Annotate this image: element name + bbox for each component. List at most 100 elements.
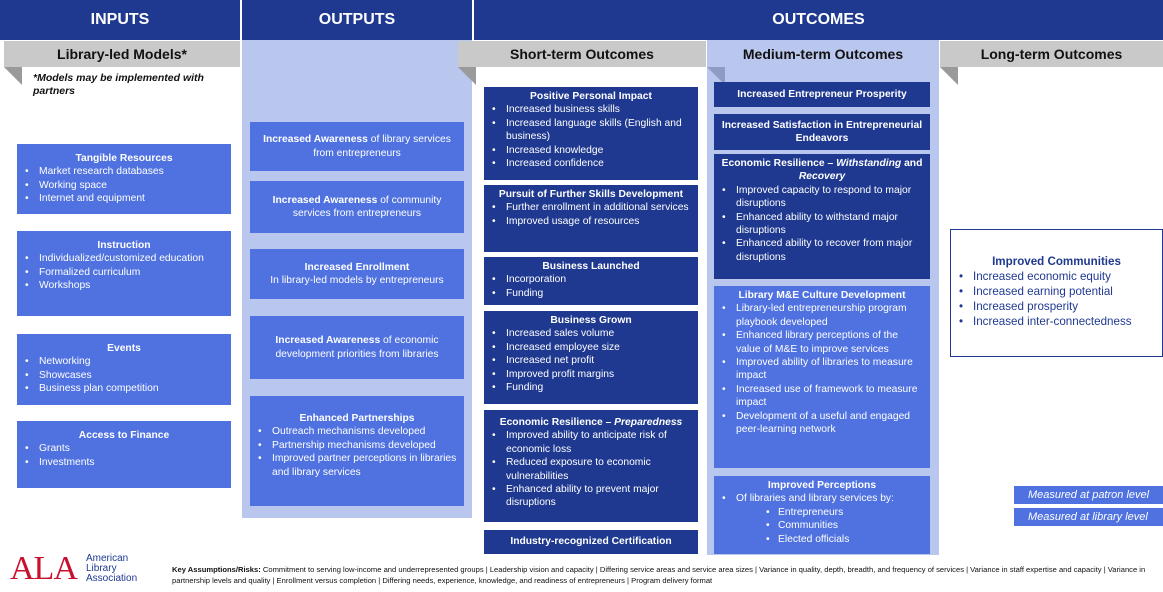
output-line: In library-led models by entrepreneurs [270, 275, 444, 286]
output-enhanced-partnerships: Enhanced Partnerships Outreach mechanism… [250, 396, 464, 506]
short-certification: Industry-recognized Certification [484, 530, 698, 554]
outcome-title: Pursuit of Further Skills Development [498, 189, 684, 200]
list-item: Enhanced ability to withstand major disr… [720, 211, 924, 238]
outcome-title: Industry-recognized Certification [510, 536, 672, 548]
list-item: Investments [23, 456, 225, 470]
input-instruction: Instruction Individualized/customized ed… [17, 231, 231, 316]
list-item: Further enrollment in additional service… [490, 201, 692, 215]
input-title: Instruction [97, 240, 151, 251]
outcome-title: Increased Satisfaction in Entrepreneuria… [721, 119, 923, 144]
sub-list-item: Communities [720, 519, 924, 533]
list-item: Outreach mechanisms developed [256, 425, 458, 439]
outcome-title: Increased Entrepreneur Prosperity [737, 88, 907, 100]
library-models-subheader: Library-led Models* [4, 41, 240, 67]
list-item: Library-led entrepreneurship program pla… [720, 302, 924, 329]
list-item: Incorporation [490, 273, 692, 287]
output-increased-enrollment: Increased Enrollment In library-led mode… [250, 249, 464, 299]
title-part-italic: Withstanding [836, 158, 902, 169]
input-title: Events [107, 343, 141, 354]
input-events: Events Networking Showcases Business pla… [17, 334, 231, 405]
list-item: Improved ability to anticipate risk of e… [490, 429, 692, 456]
medium-economic-resilience: Economic Resilience – Withstanding and R… [714, 154, 930, 279]
list-item: Market research databases [23, 165, 225, 179]
list-item: Networking [23, 355, 225, 369]
title-part: and [901, 158, 923, 169]
outcome-title: Business Launched [542, 261, 640, 272]
output-title: Increased Enrollment [304, 261, 410, 273]
output-rest: of economic development priorities from … [275, 335, 439, 360]
list-item: Funding [490, 381, 692, 395]
output-bold: Increased Awareness [272, 194, 378, 206]
output-awareness-library: Increased Awareness of library services … [250, 122, 464, 171]
list-item: Improved ability of libraries to measure… [720, 356, 924, 383]
output-title: Enhanced Partnerships [299, 413, 415, 424]
medium-entrepreneur-prosperity: Increased Entrepreneur Prosperity [714, 82, 930, 107]
list-item: Enhanced ability to prevent major disrup… [490, 483, 692, 510]
list-item: Grants [23, 442, 225, 456]
short-economic-resilience: Economic Resilience – Preparedness Impro… [484, 410, 698, 522]
legend-library-level: Measured at library level [1014, 508, 1163, 526]
legend-patron-level: Measured at patron level [1014, 486, 1163, 504]
footer-text: Commitment to serving low-income and und… [172, 565, 1146, 585]
logo-line: American [86, 553, 129, 564]
models-note: *Models may be implemented with partners [33, 72, 204, 97]
list-item: Working space [23, 179, 225, 193]
inputs-header: INPUTS [0, 0, 240, 40]
key-assumptions-footer: Key Assumptions/Risks: Commitment to ser… [172, 565, 1157, 586]
input-title: Access to Finance [78, 430, 170, 441]
list-item: Improved capacity to respond to major di… [720, 184, 924, 211]
sub-list-item: Entrepreneurs [720, 506, 924, 520]
outcome-title: Economic Resilience – Preparedness [490, 416, 692, 429]
short-term-subheader: Short-term Outcomes [458, 41, 706, 67]
library-models-fold [4, 67, 22, 85]
list-item: Increased business skills [490, 103, 692, 117]
title-part-italic: Preparedness [614, 417, 683, 428]
short-business-grown: Business Grown Increased sales volume In… [484, 311, 698, 404]
list-item: Business plan competition [23, 382, 225, 396]
output-bold: Increased Awareness [275, 335, 381, 347]
list-item: Development of a useful and engaged peer… [720, 410, 924, 437]
output-text: Increased Awareness of library services … [256, 133, 458, 160]
list-item: Enhanced library perceptions of the valu… [720, 329, 924, 356]
title-part: Economic Resilience – [721, 158, 837, 169]
list-item: Increased use of framework to measure im… [720, 383, 924, 410]
short-further-skills: Pursuit of Further Skills Development Fu… [484, 185, 698, 252]
output-rest: of library services from entrepreneurs [313, 134, 451, 159]
long-term-subheader: Long-term Outcomes [940, 41, 1163, 67]
ala-logo: ALA American Library Association [10, 552, 160, 588]
title-part-italic: Recovery [798, 171, 846, 183]
medium-term-fold [707, 67, 725, 85]
outcomes-header: OUTCOMES [474, 0, 1163, 40]
outputs-header: OUTPUTS [242, 0, 472, 40]
short-term-fold [458, 67, 476, 85]
list-item: Reduced exposure to economic vulnerabili… [490, 456, 692, 483]
list-item: Showcases [23, 369, 225, 383]
output-rest: of community services from entrepreneurs [292, 194, 442, 219]
outcome-title: Improved Communities [992, 255, 1121, 268]
list-item: Improved profit margins [490, 368, 692, 382]
ala-logo-wordmark: American Library Association [86, 554, 137, 584]
input-tangible-resources: Tangible Resources Market research datab… [17, 144, 231, 214]
list-item: Increased net profit [490, 354, 692, 368]
list-item: Increased earning potential [957, 284, 1156, 299]
list-item: Increased economic equity [957, 269, 1156, 284]
list-item: Individualized/customized education [23, 252, 225, 266]
ala-logo-letters: ALA [10, 550, 78, 587]
list-item: Internet and equipment [23, 192, 225, 206]
output-text: Increased Awareness of community service… [256, 194, 458, 221]
long-improved-communities: Improved Communities Increased economic … [950, 229, 1163, 357]
outcome-title: Business Grown [550, 315, 632, 326]
logo-line: Association [86, 573, 138, 584]
list-item: Formalized curriculum [23, 266, 225, 280]
output-awareness-economic: Increased Awareness of economic developm… [250, 316, 464, 379]
outcome-title: Positive Personal Impact [530, 91, 652, 102]
footer-label: Key Assumptions/Risks: [172, 565, 261, 574]
input-access-to-finance: Access to Finance Grants Investments [17, 421, 231, 488]
list-item: Increased inter-connectedness [957, 314, 1156, 329]
list-item: Enhanced ability to recover from major d… [720, 237, 924, 264]
logo-line: Library [86, 563, 117, 574]
list-item: Increased prosperity [957, 299, 1156, 314]
medium-satisfaction: Increased Satisfaction in Entrepreneuria… [714, 114, 930, 150]
short-positive-personal-impact: Positive Personal Impact Increased busin… [484, 87, 698, 180]
list-item: Increased sales volume [490, 327, 692, 341]
